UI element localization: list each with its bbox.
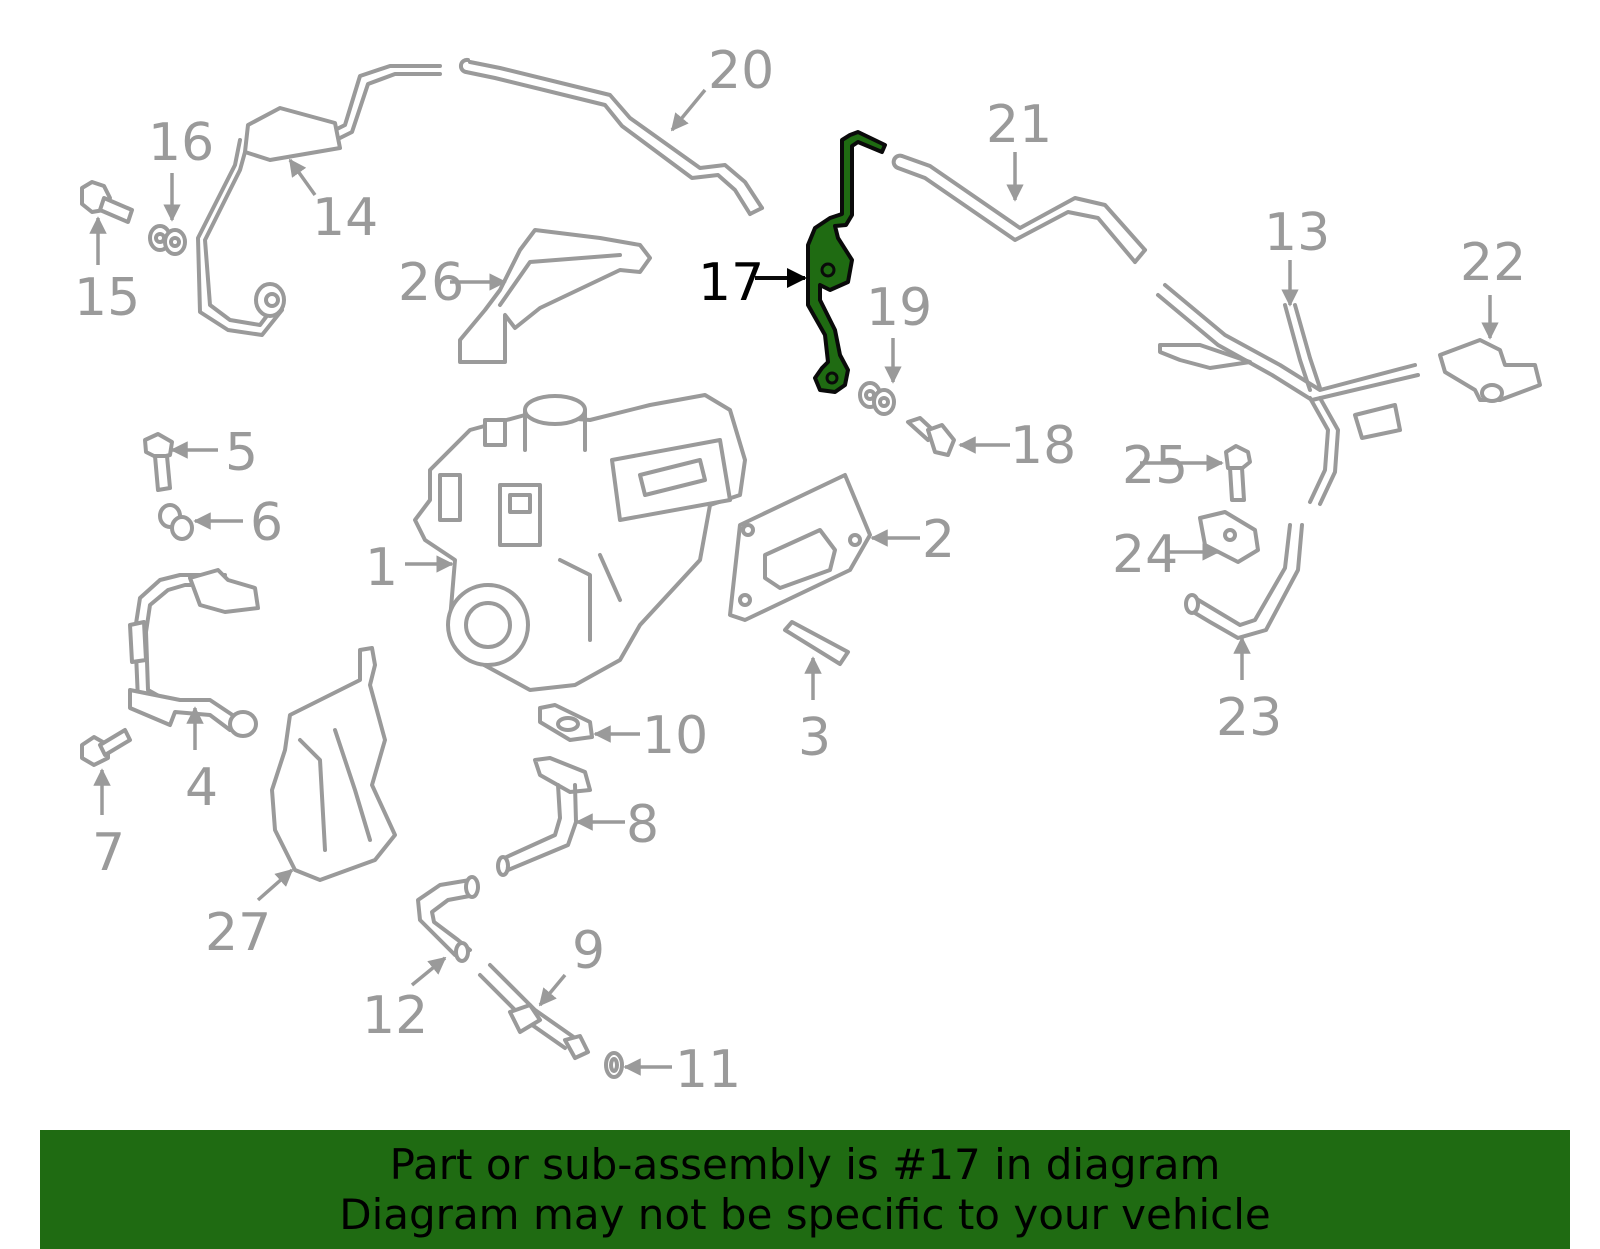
part-13-pipe-assembly[interactable] xyxy=(1156,283,1420,506)
callout-7: 7 xyxy=(92,823,125,883)
part-18-bolt[interactable] xyxy=(906,416,956,457)
callout-1: 1 xyxy=(365,538,398,598)
callout-5: 5 xyxy=(225,423,258,483)
callout-15: 15 xyxy=(74,268,140,328)
callout-labels: 20 21 13 22 19 18 16 14 15 26 17 5 6 1 2… xyxy=(74,41,1526,1100)
part-15-bolt[interactable] xyxy=(80,180,134,224)
part-21-pipe[interactable] xyxy=(891,153,1147,264)
part-19-washer[interactable] xyxy=(858,381,896,416)
part-11-o-ring[interactable] xyxy=(604,1051,624,1079)
callout-2: 2 xyxy=(922,510,955,570)
banner-line-2: Diagram may not be specific to your vehi… xyxy=(339,1189,1271,1239)
callout-26: 26 xyxy=(398,253,464,313)
callout-23: 23 xyxy=(1216,688,1282,748)
part-27-heat-shield[interactable] xyxy=(270,646,397,882)
callout-3: 3 xyxy=(798,708,831,768)
callout-18: 18 xyxy=(1010,416,1076,476)
callout-9: 9 xyxy=(572,921,605,981)
part-9-pipe[interactable] xyxy=(478,963,590,1060)
callout-21: 21 xyxy=(986,95,1052,155)
part-16-washer[interactable] xyxy=(148,224,187,256)
part-10-gasket[interactable] xyxy=(538,703,594,742)
part-3-stud[interactable] xyxy=(783,620,850,666)
callout-4: 4 xyxy=(185,758,218,818)
callout-11: 11 xyxy=(675,1040,741,1100)
leader-lines xyxy=(89,88,1499,1076)
callout-6: 6 xyxy=(250,493,283,553)
callout-20: 20 xyxy=(708,41,774,101)
part-7-bolt[interactable] xyxy=(80,728,132,767)
callout-8: 8 xyxy=(626,795,659,855)
part-20-pipe[interactable] xyxy=(458,57,764,216)
callout-14: 14 xyxy=(312,188,378,248)
callout-10: 10 xyxy=(642,706,708,766)
callout-12: 12 xyxy=(362,986,428,1046)
callout-24: 24 xyxy=(1112,525,1178,585)
callout-13: 13 xyxy=(1264,203,1330,263)
callout-17: 17 xyxy=(698,253,764,313)
callout-25: 25 xyxy=(1122,436,1188,496)
part-24-bracket[interactable] xyxy=(1198,510,1260,564)
callout-22: 22 xyxy=(1460,233,1526,293)
part-5-bolt[interactable] xyxy=(143,432,174,492)
part-14-pipe-bracket[interactable] xyxy=(196,64,442,337)
callout-19: 19 xyxy=(866,278,932,338)
part-4-pipe[interactable] xyxy=(128,568,260,738)
part-12-hose[interactable] xyxy=(416,875,480,963)
part-8-pipe[interactable] xyxy=(496,756,592,877)
part-6-washer[interactable] xyxy=(158,503,194,541)
part-23-hose[interactable] xyxy=(1184,523,1304,640)
info-banner: Part or sub-assembly is #17 in diagram D… xyxy=(40,1130,1570,1249)
part-17-highlighted[interactable] xyxy=(806,130,887,394)
part-25-bolt[interactable] xyxy=(1224,444,1252,502)
callout-16: 16 xyxy=(148,113,214,173)
part-26-heat-shield[interactable] xyxy=(458,228,652,364)
callout-27: 27 xyxy=(205,903,271,963)
part-22-pipe-end[interactable] xyxy=(1438,338,1542,403)
part-2-gasket[interactable] xyxy=(728,473,872,622)
banner-line-1: Part or sub-assembly is #17 in diagram xyxy=(389,1139,1221,1189)
part-1-turbocharger[interactable] xyxy=(413,393,747,692)
